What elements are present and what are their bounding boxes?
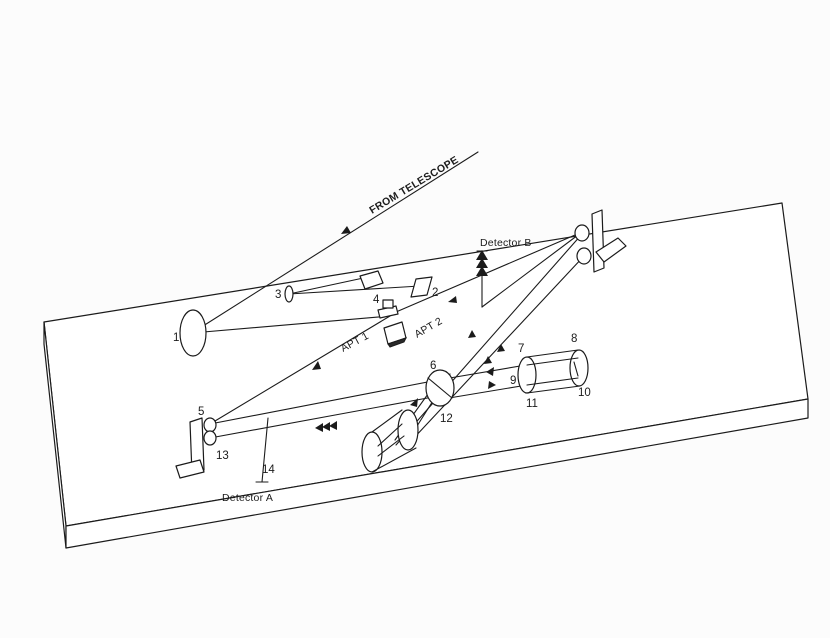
beam-5-to-6	[209, 379, 439, 425]
flat-mirror-upper	[359, 270, 384, 290]
number-14: 14	[262, 464, 275, 476]
label-detector-a: Detector A	[222, 492, 273, 504]
label-from-telescope: FROM TELESCOPE	[367, 154, 460, 217]
beam-12-to-11	[448, 384, 528, 399]
number-9: 9	[510, 375, 516, 387]
cell-7-11	[517, 349, 589, 394]
number-11: 11	[526, 398, 538, 410]
beam-apt2	[395, 231, 583, 313]
beam-to-detector-b	[481, 231, 583, 308]
beam-3-to-upper-mirror	[288, 276, 369, 295]
number-8: 8	[571, 333, 577, 345]
cell-rear-face	[569, 349, 589, 387]
number-2: 2	[432, 287, 438, 299]
number-1: 1	[173, 332, 179, 344]
number-6: 6	[430, 360, 436, 372]
detector-a-stalk	[261, 417, 269, 483]
aperture-prism-base	[387, 337, 407, 348]
number-10: 10	[578, 387, 591, 399]
arrowheads	[312, 226, 505, 432]
fold-mirror-upper	[574, 224, 590, 242]
mirror-13	[203, 430, 217, 446]
mirror-3	[284, 285, 294, 303]
cell-lower-rear	[397, 409, 419, 451]
mirror-mount-left	[175, 417, 217, 479]
number-4: 4	[373, 294, 380, 306]
aperture-box	[382, 299, 394, 309]
mirror-5	[203, 417, 217, 433]
beam-apt1	[209, 315, 391, 425]
mirror-2	[410, 276, 433, 298]
beam-13-to-12	[209, 396, 434, 439]
label-detector-b: Detector B	[480, 237, 532, 249]
beam-diag-lower	[411, 255, 585, 441]
beam-mirror1-to-4	[191, 315, 391, 334]
cell-lower	[361, 409, 419, 473]
mount-base-right	[595, 237, 627, 263]
number-7: 7	[518, 343, 524, 355]
beam-6-to-7	[437, 364, 527, 381]
fold-mirror-lower	[576, 247, 592, 265]
cell-front-face	[517, 356, 537, 394]
beam-from-telescope	[191, 151, 479, 334]
bench-front-side	[65, 398, 809, 549]
fold-mirror-mount-right	[574, 209, 627, 273]
aperture-assembly-4	[377, 299, 407, 348]
number-3: 3	[275, 289, 281, 301]
number-5: 5	[198, 406, 204, 418]
mount-base-left	[175, 459, 205, 479]
optical-bench	[43, 202, 809, 549]
number-13: 13	[216, 450, 229, 462]
mirror-1	[179, 309, 207, 357]
mount-upright-right	[591, 209, 605, 273]
number-12: 12	[440, 413, 453, 425]
beam-3-to-2	[288, 285, 421, 295]
cell-lower-front	[361, 431, 383, 473]
